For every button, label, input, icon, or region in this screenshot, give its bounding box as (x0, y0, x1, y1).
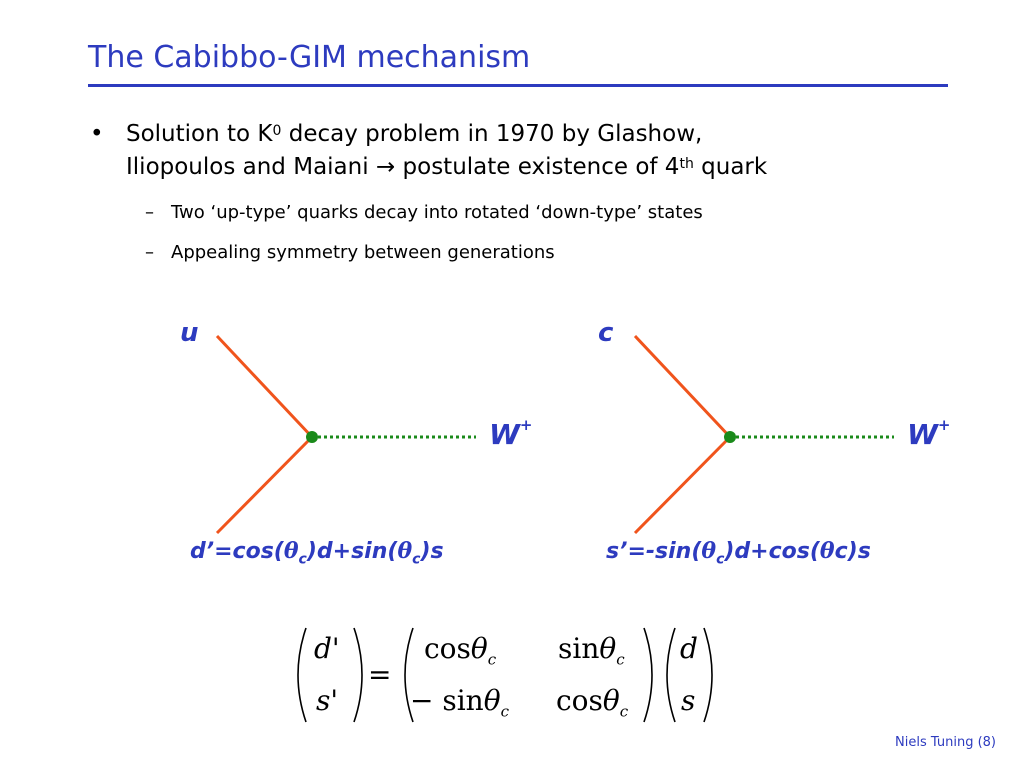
bullet-text-1b: decay problem in 1970 by Glashow, (281, 121, 703, 147)
mixed-state-d-prime: d’=cos(θc)d+sin(θc)s (190, 538, 444, 567)
quark-line-strange (633, 435, 732, 535)
mix-text: )s (420, 539, 444, 564)
bullet-dot: • (90, 121, 104, 147)
theta-subscript: c (716, 551, 725, 568)
theta-symbol: θ (819, 538, 835, 564)
vertex-dot (724, 431, 736, 443)
theta-subscript: c (412, 551, 421, 568)
lhs-d-prime: d' (314, 632, 340, 665)
quark-line-charm (633, 334, 732, 439)
bullet-text-2c: quark (693, 154, 768, 180)
mixed-state-s-prime: s’=-sin(θc)d+cos(θc)s (606, 538, 871, 567)
mix-text: c)s (834, 539, 871, 564)
right-paren (643, 627, 653, 723)
vertex-dot (306, 431, 318, 443)
eq-symbol: s (681, 684, 696, 717)
sub-bullet-text: Two ‘up-type’ quarks decay into rotated … (171, 202, 703, 223)
mix-text: )d+sin( (306, 539, 398, 564)
mix-text: d’=cos( (190, 539, 284, 564)
eq-symbol: s' (316, 684, 339, 717)
sub-bullet-dash: – (145, 202, 154, 223)
w-charge: + (519, 416, 533, 434)
theta-subscript: c (616, 650, 625, 669)
rhs-s: s (681, 684, 695, 717)
footer-credit: Niels Tuning (8) (895, 735, 996, 750)
theta-symbol: θ (701, 538, 717, 564)
quark-line-up (215, 334, 314, 439)
theta-subscript: c (487, 650, 497, 669)
eq-symbol: d' (314, 632, 340, 665)
right-paren (353, 627, 363, 723)
theta-subscript: c (500, 702, 509, 721)
matrix-cell-11: cosθc (424, 632, 496, 669)
w-boson-label: W+ (489, 416, 533, 451)
th-superscript: th (679, 156, 694, 172)
left-paren (666, 627, 676, 723)
theta-symbol: θ (283, 538, 299, 564)
quark-label-u: u (180, 318, 199, 348)
mix-text: s’=-sin( (606, 539, 702, 564)
eq-symbol: d (680, 632, 698, 665)
mix-text: )d+cos( (724, 539, 820, 564)
bullet-text-1a: Solution to K (126, 121, 273, 147)
arrow-icon: → (375, 154, 396, 180)
equals-sign: = (368, 658, 392, 691)
left-paren (404, 627, 414, 723)
rhs-d: d (680, 632, 698, 665)
matrix-cell-12: sinθc (558, 632, 625, 669)
eq-fn: cos (556, 684, 603, 717)
right-paren (703, 627, 713, 723)
theta-symbol: θ (602, 684, 620, 717)
theta-symbol: θ (483, 684, 501, 717)
matrix-cell-22: cosθc (556, 684, 628, 721)
w-boson-label: W+ (907, 416, 951, 451)
theta-symbol: θ (599, 632, 617, 665)
main-bullet-text: Solution to K0 decay problem in 1970 by … (126, 118, 966, 184)
lhs-s-prime: s' (316, 684, 338, 717)
title-underline (88, 84, 948, 87)
slide-title: The Cabibbo-GIM mechanism (88, 40, 531, 75)
quark-label-c: c (598, 318, 614, 348)
eq-fn: sin (558, 632, 600, 665)
w-label-text: W (907, 418, 938, 451)
quark-line-down (215, 435, 314, 535)
bullet-text-2b: postulate existence of 4 (395, 154, 680, 180)
w-label-text: W (489, 418, 520, 451)
bullet-text-2a: Iliopoulos and Maiani (126, 154, 376, 180)
theta-symbol: θ (397, 538, 413, 564)
theta-subscript: c (619, 702, 629, 721)
eq-fn: − sin (410, 684, 484, 717)
eq-fn: cos (424, 632, 471, 665)
matrix-cell-21: − sinθc (410, 684, 509, 721)
sub-bullet-dash: – (145, 242, 154, 263)
theta-symbol: θ (470, 632, 488, 665)
w-charge: + (937, 416, 951, 434)
left-paren (297, 627, 307, 723)
sub-bullet-text: Appealing symmetry between generations (171, 242, 555, 263)
k0-superscript: 0 (272, 123, 282, 139)
theta-subscript: c (298, 551, 307, 568)
